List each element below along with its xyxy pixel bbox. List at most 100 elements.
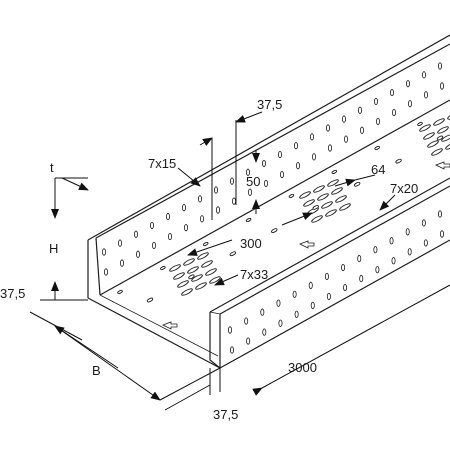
perforation-hole-icon xyxy=(288,193,295,199)
perforation-hole-icon xyxy=(202,241,209,247)
perforation-hole-icon xyxy=(433,118,445,126)
perforation-hole-icon xyxy=(229,177,234,185)
perforation-hole-icon xyxy=(313,185,325,193)
near-wall-top xyxy=(209,177,450,313)
perforation-hole-icon xyxy=(293,142,298,150)
perforation-hole-icon xyxy=(353,181,361,187)
tray-body xyxy=(87,34,450,369)
perforation-hole-icon xyxy=(227,326,232,334)
perforation-hole-icon xyxy=(374,145,380,151)
perforation-hole-icon xyxy=(181,204,186,212)
perforation-hole-icon xyxy=(309,133,314,141)
label-64: 64 xyxy=(371,162,385,177)
perforation-hole-icon xyxy=(407,100,412,108)
label-7x15: 7x15 xyxy=(148,156,176,171)
perforation-hole-icon xyxy=(276,299,281,307)
perforation-hole-icon xyxy=(447,112,450,120)
perforation-hole-icon xyxy=(439,82,444,90)
perforation-hole-icon xyxy=(375,266,380,274)
perforation-hole-icon xyxy=(339,203,351,211)
label-t: t xyxy=(50,160,54,175)
label-7x20: 7x20 xyxy=(390,181,418,196)
perforation-hole-icon xyxy=(195,282,207,290)
perforation-hole-icon xyxy=(391,257,396,265)
arrow-symbol-icon xyxy=(162,321,178,330)
perforation-hole-icon xyxy=(389,88,394,97)
perforation-hole-icon xyxy=(391,108,396,117)
far-wall-inner-top xyxy=(95,43,450,239)
perforation-hole-icon xyxy=(181,288,193,296)
perforation-hole-icon xyxy=(277,150,282,159)
dimension-lines xyxy=(29,111,450,411)
perforation-hole-icon xyxy=(246,337,251,345)
perforation-hole-icon xyxy=(183,258,195,266)
perforation-hole-icon xyxy=(439,230,444,238)
perforation-hole-icon xyxy=(151,241,156,250)
near-wall-top-inner xyxy=(219,185,450,315)
perforation-hole-icon xyxy=(295,162,300,170)
label-37-5-bottom: 37,5 xyxy=(213,407,238,422)
perforation-hole-icon xyxy=(359,126,364,134)
perforation-hole-icon xyxy=(325,209,337,217)
perforation-hole-icon xyxy=(169,264,181,272)
perforation-hole-icon xyxy=(389,237,394,245)
perforation-hole-icon xyxy=(423,132,435,140)
perforation-hole-icon xyxy=(292,290,297,298)
perforation-hole-icon xyxy=(187,266,199,274)
perforation-hole-icon xyxy=(104,268,109,276)
perforation-hole-icon xyxy=(373,246,378,254)
perforation-hole-icon xyxy=(118,239,123,247)
floor-slot-pattern xyxy=(117,112,450,303)
perforation-hole-icon xyxy=(149,221,154,230)
perforation-hole-icon xyxy=(375,117,380,126)
perforation-hole-icon xyxy=(417,121,423,127)
perforation-hole-icon xyxy=(423,239,428,247)
perforation-hole-icon xyxy=(260,308,265,316)
perforation-hole-icon xyxy=(197,195,202,203)
perforation-hole-icon xyxy=(311,215,323,223)
perforation-hole-icon xyxy=(437,62,442,70)
near-wall-perforations xyxy=(227,210,444,354)
floor-front-edge xyxy=(87,297,221,369)
perforation-hole-icon xyxy=(357,255,362,263)
far-wall-top-edge xyxy=(87,34,450,241)
label-7x33: 7x33 xyxy=(240,267,268,282)
perforation-hole-icon xyxy=(341,263,346,272)
perforation-hole-icon xyxy=(262,328,267,336)
perforation-hole-icon xyxy=(244,317,249,325)
perforation-hole-icon xyxy=(335,195,347,203)
perforation-hole-icon xyxy=(167,232,172,241)
perforation-hole-icon xyxy=(331,169,338,175)
perforation-hole-icon xyxy=(445,142,450,150)
label-h: H xyxy=(49,241,58,256)
perforation-hole-icon xyxy=(102,248,107,256)
perforation-hole-icon xyxy=(436,135,444,141)
perforation-hole-icon xyxy=(421,219,426,227)
perforation-hole-icon xyxy=(165,212,170,221)
perforation-hole-icon xyxy=(279,170,284,179)
perforation-hole-icon xyxy=(278,319,283,327)
perforation-hole-icon xyxy=(324,272,329,281)
perforation-hole-icon xyxy=(423,91,428,99)
perforation-hole-icon xyxy=(231,197,236,205)
perforation-hole-icon xyxy=(229,346,234,354)
perforation-hole-icon xyxy=(146,297,154,303)
perforation-hole-icon xyxy=(407,248,412,256)
label-3000: 3000 xyxy=(288,360,317,375)
perforation-hole-icon xyxy=(327,179,339,187)
perforation-hole-icon xyxy=(183,224,188,232)
perforation-hole-icon xyxy=(173,272,185,280)
label-b: B xyxy=(92,363,101,378)
perforation-hole-icon xyxy=(359,275,364,283)
arrow-symbol-icon xyxy=(299,240,315,249)
far-wall-perforations xyxy=(102,62,444,276)
perforation-hole-icon xyxy=(419,124,431,132)
perforation-hole-icon xyxy=(191,274,203,282)
perforation-hole-icon xyxy=(331,187,343,195)
perforation-hole-icon xyxy=(303,199,315,207)
perforation-hole-icon xyxy=(247,188,252,196)
perforation-hole-icon xyxy=(405,80,410,88)
perforation-hole-icon xyxy=(310,301,315,309)
perforation-hole-icon xyxy=(437,210,442,218)
